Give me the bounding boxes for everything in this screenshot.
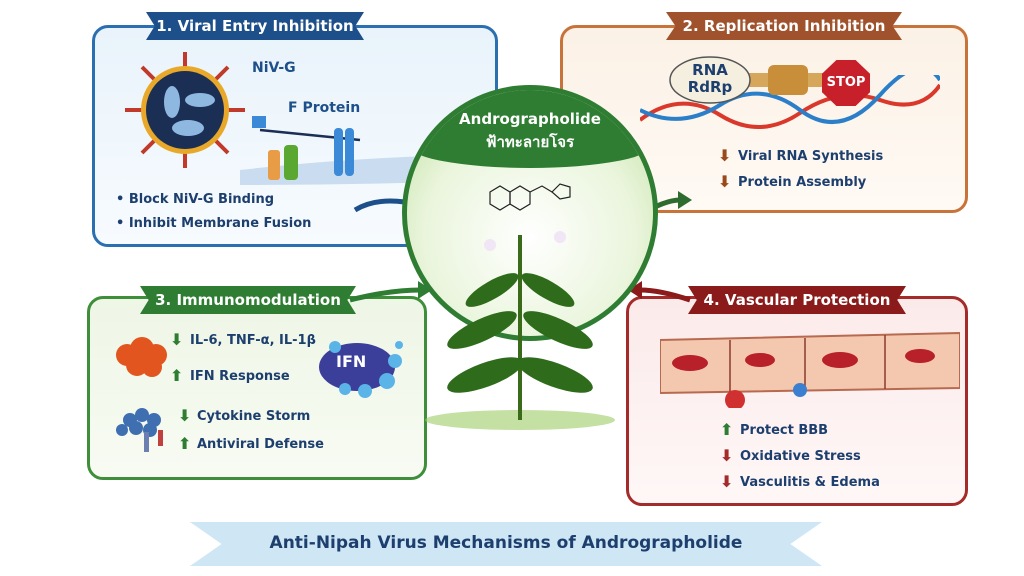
receptor-protein-icon [116, 408, 163, 452]
ifn-label: IFN [336, 352, 367, 371]
vascular-item: Vasculitis & Edema [740, 475, 880, 490]
bullet-item: • Inhibit Membrane Fusion [116, 216, 312, 231]
panel2-title: 2. Replication Inhibition [666, 12, 902, 40]
arrow-up-icon: ⬆ [720, 420, 734, 439]
stop-sign-icon: STOP [822, 60, 870, 106]
panel3-title: 3. Immunomodulation [140, 286, 356, 314]
immuno-item: Antiviral Defense [197, 437, 324, 452]
footer-ribbon [190, 522, 822, 566]
molecule-structure-icon [489, 183, 571, 211]
panel-vascular [626, 296, 968, 506]
immuno-item: IFN Response [190, 369, 290, 384]
fprotein-label: F Protein [288, 100, 361, 116]
rdrp-enzyme-illustration [669, 56, 828, 104]
center-subtitle: ฟ้าทะลายโจร [485, 133, 575, 151]
arrow-up-icon: ⬆ [178, 434, 192, 453]
blood-vessel-illustration [660, 331, 960, 408]
dna-strand-illustration [640, 75, 940, 129]
cytokine-cluster-icon [116, 337, 167, 377]
vascular-item: Oxidative Stress [740, 449, 861, 464]
arrow-up-icon: ⬆ [170, 366, 184, 385]
center-title: Andrographolide [459, 110, 601, 128]
arrow-down-icon: ⬇ [718, 172, 732, 191]
arrow-down-icon: ⬇ [170, 330, 184, 349]
nivg-label: NiV-G [252, 60, 296, 76]
arrow-down-icon: ⬇ [720, 472, 734, 491]
immuno-item: Cytokine Storm [197, 409, 311, 424]
virus-icon [125, 52, 245, 168]
center-header [407, 90, 653, 168]
replication-item: Viral RNA Synthesis [738, 149, 884, 164]
bullet-item: • Block NiV-G Binding [116, 192, 275, 207]
andrographis-plant-illustration [425, 231, 615, 430]
andrographolide-circle [402, 85, 658, 341]
arrow-down-icon: ⬇ [718, 146, 732, 165]
ifn-cloud-icon [319, 341, 403, 398]
replication-item: Protein Assembly [738, 175, 867, 190]
footer-title: Anti-Nipah Virus Mechanisms of Andrograp… [269, 533, 743, 553]
panel4-title: 4. Vascular Protection [688, 286, 906, 314]
arrow-down-icon: ⬇ [720, 446, 734, 465]
arrow-down-icon: ⬇ [178, 406, 192, 425]
immuno-item: IL-6, TNF-α, IL-1β [190, 333, 316, 348]
panel1-title: 1. Viral Entry Inhibition [146, 12, 364, 40]
vascular-item: Protect BBB [740, 423, 829, 438]
